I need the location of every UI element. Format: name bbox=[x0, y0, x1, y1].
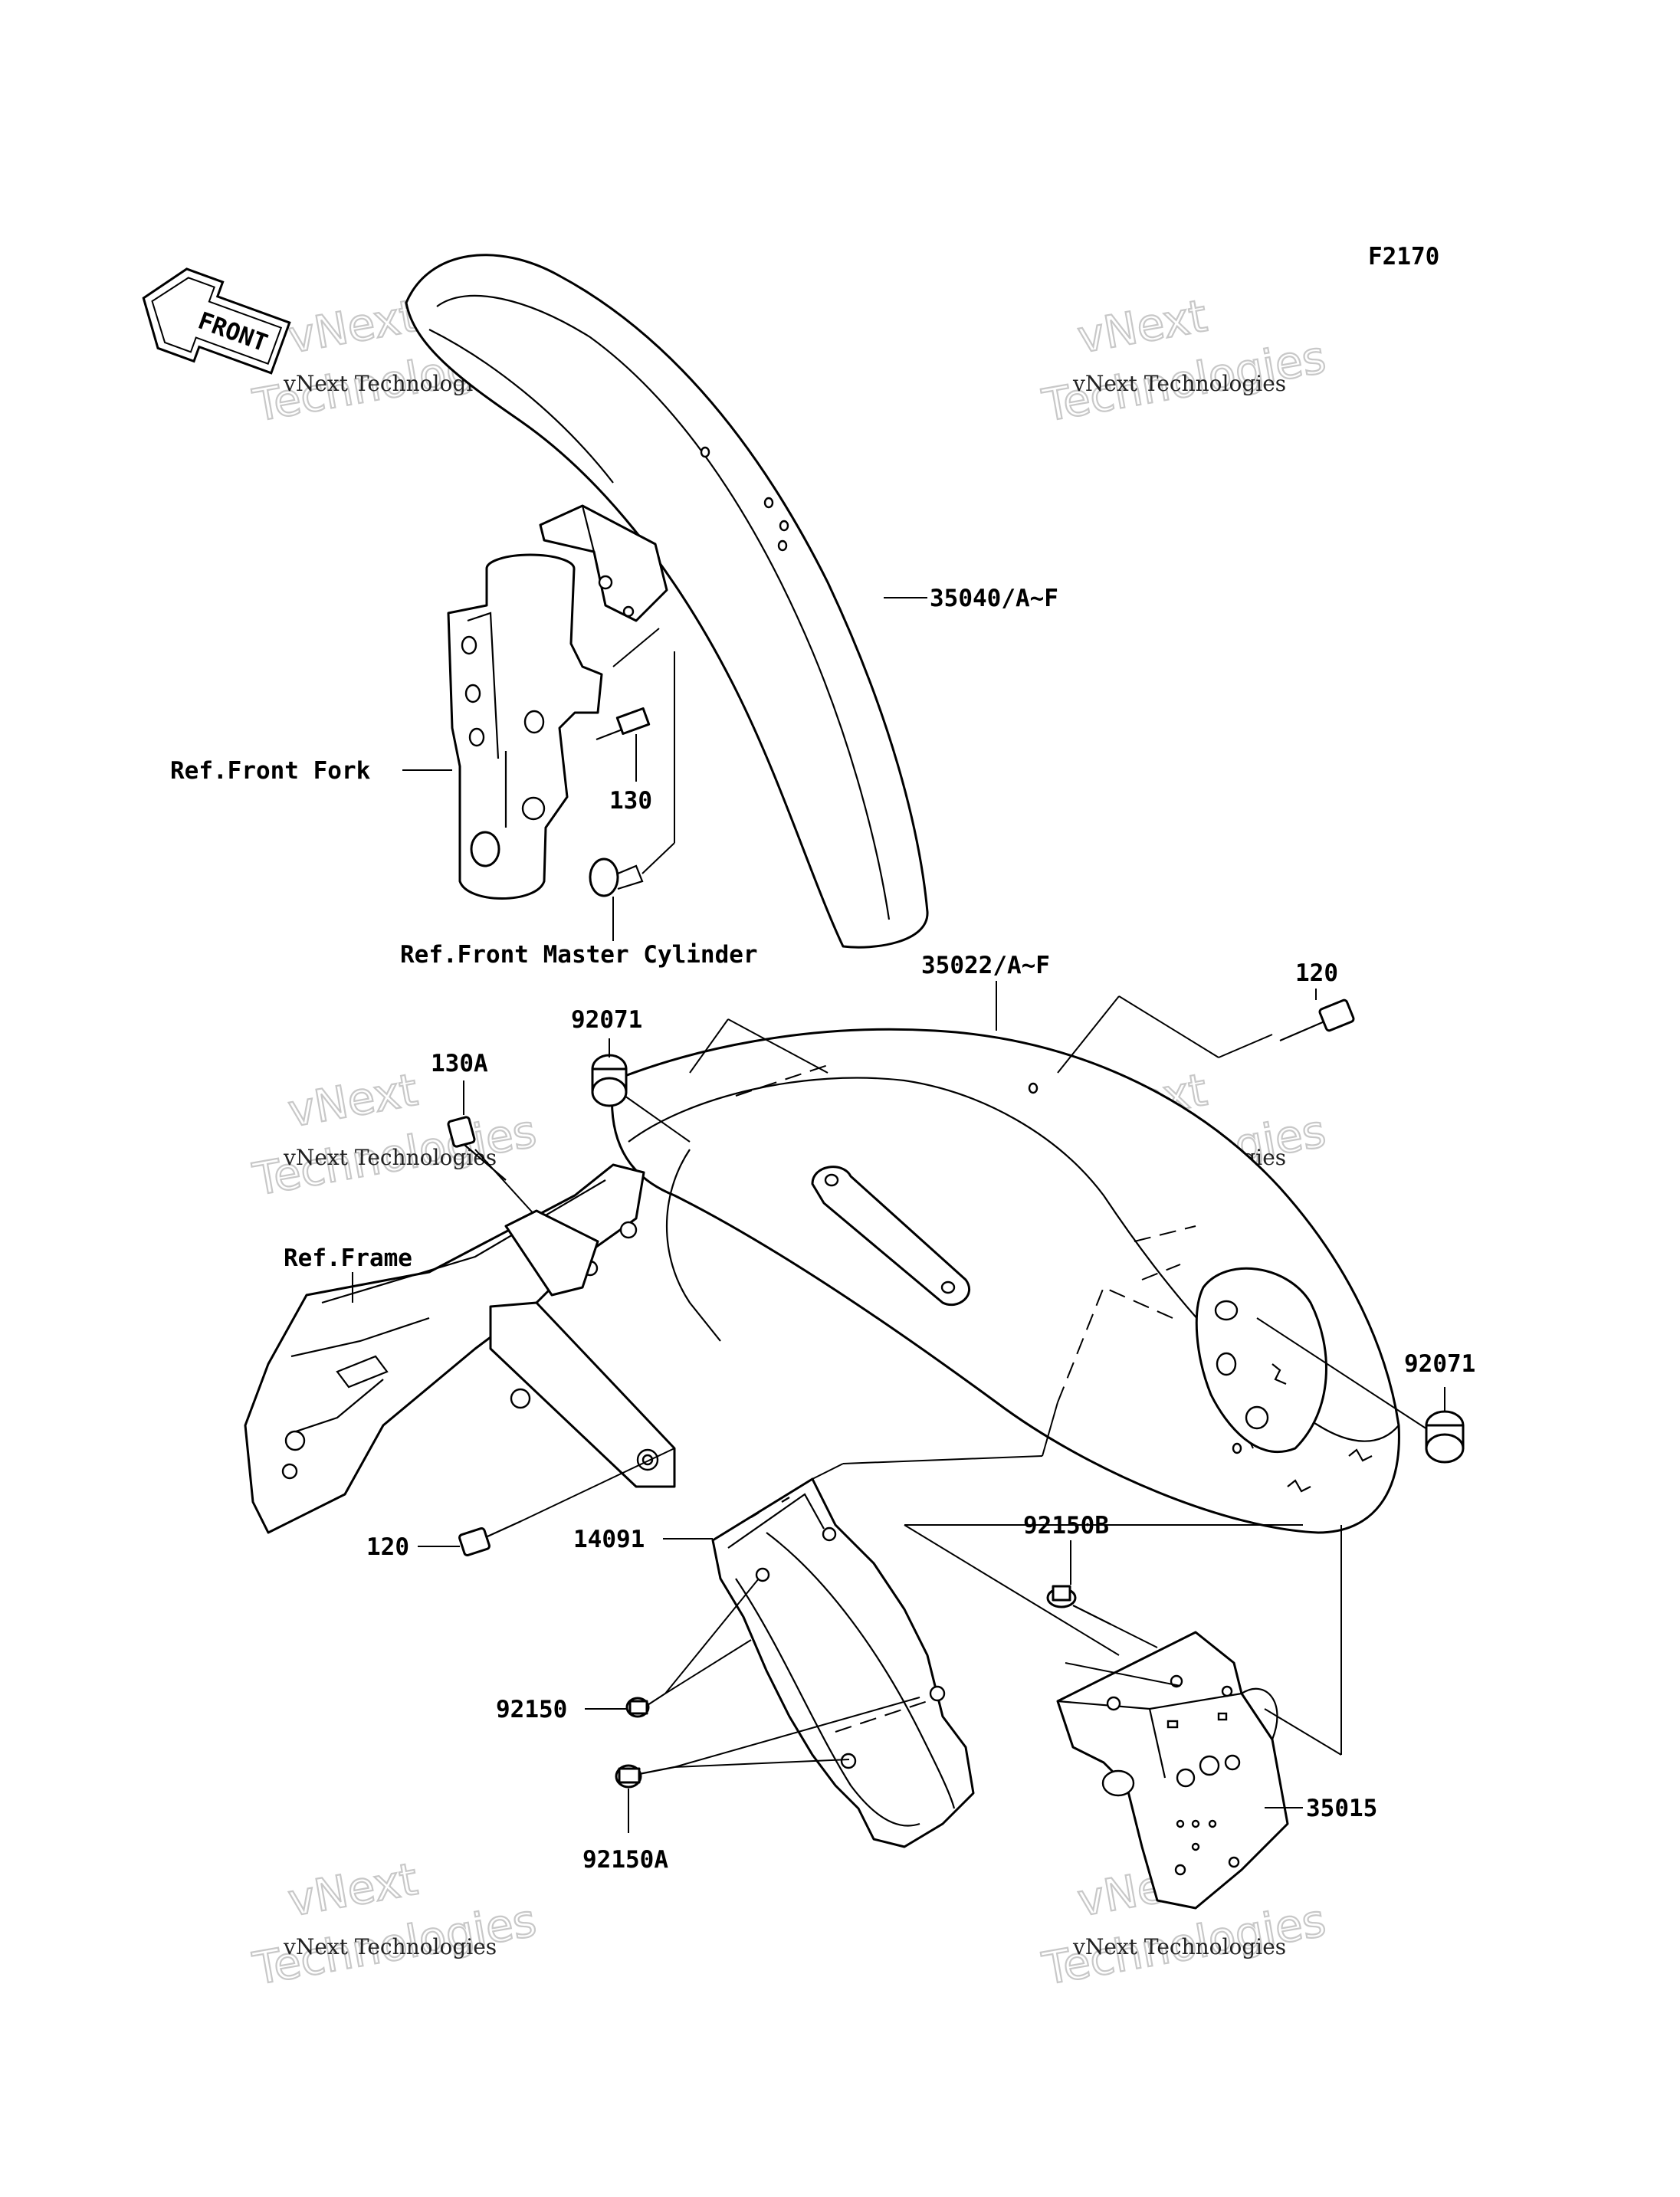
license-bracket-part-number: 35015 bbox=[1306, 1795, 1377, 1822]
damper-92071-left bbox=[591, 1038, 691, 1143]
bolt-120-top bbox=[1279, 989, 1355, 1042]
figure-code: F2170 bbox=[1368, 243, 1439, 271]
bolt-120-bottom-label: 120 bbox=[366, 1533, 409, 1561]
bolt-120-bottom bbox=[418, 1448, 675, 1557]
bolt-130 bbox=[596, 628, 660, 782]
frame-ref-label: Ref.Frame bbox=[284, 1244, 412, 1272]
bolt-92150a bbox=[615, 1697, 920, 1833]
bolt-92150 bbox=[585, 1578, 760, 1718]
license-bracket-to-fender-leaders bbox=[1065, 1525, 1342, 1756]
front-fork-ref-label: Ref.Front Fork bbox=[170, 757, 371, 785]
watermark-line1: vNext bbox=[284, 290, 422, 363]
bolt-130a-label: 130A bbox=[431, 1050, 488, 1077]
master-cylinder-clamp bbox=[589, 651, 675, 941]
bolt-92150a-label: 92150A bbox=[582, 1846, 668, 1874]
bolt-92150b bbox=[1046, 1540, 1158, 1648]
watermark-middle-left: vNext Technologies vNext Technologies bbox=[248, 1063, 541, 1207]
license-bracket bbox=[1056, 1631, 1289, 1910]
front-direction-arrow: FRONT bbox=[142, 267, 291, 375]
rear-fender-part-number: 35022/A~F bbox=[921, 952, 1050, 979]
bolt-92150b-cross-leader bbox=[904, 1524, 1120, 1656]
watermark-top-right: vNext Technologies vNext Technologies bbox=[1038, 289, 1331, 433]
watermark-line1: vNext bbox=[284, 1853, 422, 1926]
bolt-92150-label: 92150 bbox=[496, 1696, 567, 1723]
frame bbox=[244, 1163, 676, 1534]
watermark-caption: vNext Technologies bbox=[1072, 371, 1286, 396]
bolt-120-top-label: 120 bbox=[1295, 959, 1338, 987]
rear-fender bbox=[611, 1028, 1400, 1534]
watermark-caption: vNext Technologies bbox=[283, 1934, 497, 1959]
front-fender bbox=[405, 254, 929, 949]
front-fork bbox=[447, 553, 603, 900]
watermark-caption: vNext Technologies bbox=[283, 1145, 497, 1170]
watermark-bottom-left: vNext Technologies vNext Technologies bbox=[248, 1852, 541, 1996]
inner-fender-to-rear-fender-leaders bbox=[812, 1402, 1058, 1480]
master-cylinder-ref-label: Ref.Front Master Cylinder bbox=[400, 941, 758, 969]
front-fender-part-number: 35040/A~F bbox=[930, 585, 1058, 612]
watermark-line1: vNext bbox=[284, 1064, 422, 1137]
watermark-line1: vNext bbox=[1074, 290, 1211, 363]
inner-fender bbox=[711, 1477, 975, 1848]
damper-92071-left-label: 92071 bbox=[571, 1006, 642, 1034]
bolt-130-label: 130 bbox=[609, 787, 652, 815]
damper-92071-right bbox=[1256, 1317, 1465, 1464]
rear-fender-leaders bbox=[689, 995, 1273, 1074]
inner-fender-part-number: 14091 bbox=[573, 1526, 645, 1553]
watermark-caption: vNext Technologies bbox=[1072, 1934, 1286, 1959]
damper-92071-right-label: 92071 bbox=[1404, 1350, 1475, 1378]
